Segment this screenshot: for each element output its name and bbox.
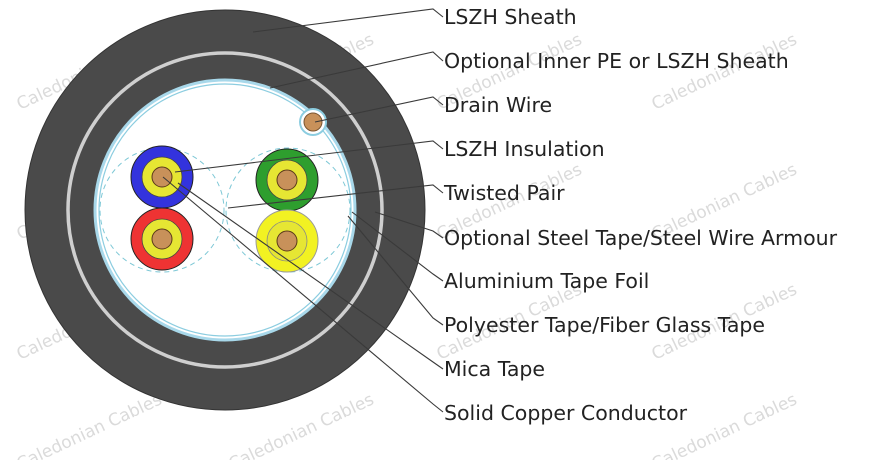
leader-lszh-insulation: [174, 140, 444, 173]
core-green: [255, 148, 319, 212]
twisted-pair-outline-right: [225, 147, 351, 273]
label-armour: Optional Steel Tape/Steel Wire Armour: [444, 226, 838, 250]
core-yellow: [255, 209, 319, 273]
label-lszh-insulation: LSZH Insulation: [444, 137, 605, 161]
labels: LSZH Sheath Optional Inner PE or LSZH Sh…: [443, 5, 838, 425]
label-mica-tape: Mica Tape: [444, 357, 545, 381]
watermark-text: Caledonian Cables: [14, 390, 166, 460]
leader-twisted-pair: [227, 184, 444, 209]
label-twisted-pair: Twisted Pair: [443, 181, 565, 205]
leader-polyester-tape: [347, 215, 444, 326]
leader-mica-tape: [177, 182, 444, 370]
leader-lines: [162, 8, 444, 413]
leader-armour: [374, 211, 444, 239]
label-polyester-tape: Polyester Tape/Fiber Glass Tape: [444, 313, 765, 337]
label-inner-sheath: Optional Inner PE or LSZH Sheath: [444, 49, 789, 73]
leader-copper-conductor: [162, 176, 444, 413]
leader-lszh-sheath: [252, 8, 444, 33]
label-drain-wire: Drain Wire: [444, 93, 552, 117]
leader-drain-wire: [314, 96, 444, 123]
core-blue: [130, 145, 194, 209]
label-lszh-sheath: LSZH Sheath: [444, 5, 577, 29]
drain-wire: [303, 112, 323, 132]
cable-cross-section: [24, 9, 426, 411]
label-aluminium-foil: Aluminium Tape Foil: [444, 269, 649, 293]
core-red: [130, 207, 194, 271]
leader-inner-sheath: [269, 51, 444, 89]
label-copper-conductor: Solid Copper Conductor: [444, 401, 688, 425]
armour-ring: [66, 51, 384, 369]
leader-aluminium-foil: [351, 211, 444, 282]
